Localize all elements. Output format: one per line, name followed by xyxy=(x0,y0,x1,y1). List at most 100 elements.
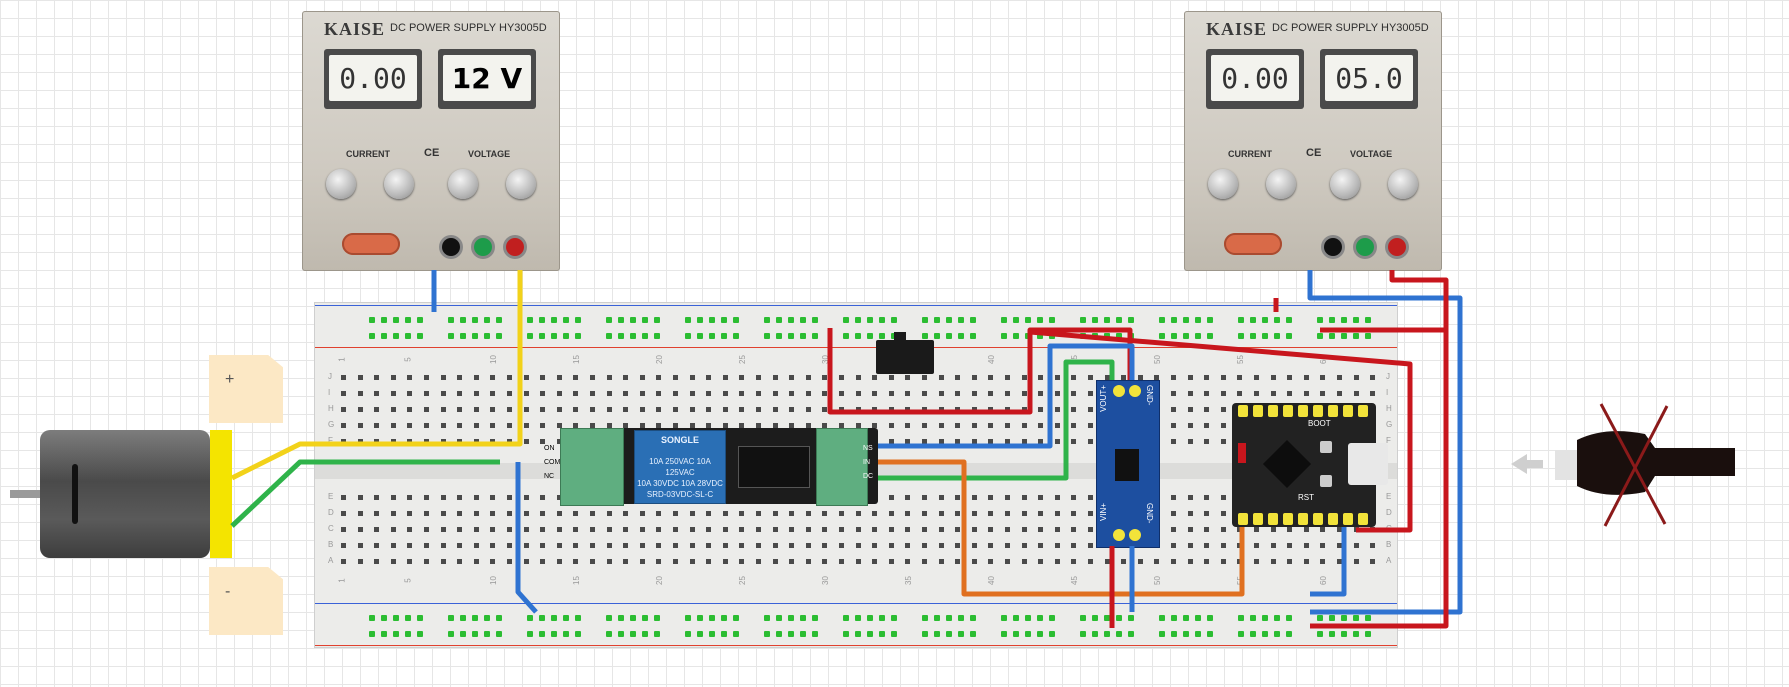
breadboard-hole[interactable] xyxy=(1054,495,1060,500)
breadboard-hole[interactable] xyxy=(905,543,911,548)
breadboard-hole[interactable] xyxy=(756,391,761,396)
breadboard-hole[interactable] xyxy=(938,527,944,532)
breadboard-hole[interactable] xyxy=(938,511,944,516)
breadboard-hole[interactable] xyxy=(673,527,678,532)
breadboard-hole[interactable] xyxy=(523,527,529,532)
breadboard-hole[interactable] xyxy=(788,317,794,323)
breadboard-hole[interactable] xyxy=(556,375,562,380)
breadboard-hole[interactable] xyxy=(1116,333,1122,339)
breadboard-hole[interactable] xyxy=(891,631,897,637)
breadboard-hole[interactable] xyxy=(369,333,375,339)
breadboard-hole[interactable] xyxy=(1088,495,1093,500)
breadboard-hole[interactable] xyxy=(721,615,727,621)
breadboard-hole[interactable] xyxy=(573,391,579,396)
breadboard-hole[interactable] xyxy=(1220,543,1226,548)
slide-switch-lever[interactable] xyxy=(894,332,906,342)
breadboard-hole[interactable] xyxy=(623,423,629,428)
breadboard-hole[interactable] xyxy=(540,495,546,500)
breadboard-hole[interactable] xyxy=(946,317,952,323)
breadboard-hole[interactable] xyxy=(855,375,861,380)
breadboard-hole[interactable] xyxy=(573,407,579,412)
breadboard-hole[interactable] xyxy=(341,511,346,516)
breadboard-hole[interactable] xyxy=(1005,527,1010,532)
breadboard-hole[interactable] xyxy=(357,527,363,532)
breadboard-hole[interactable] xyxy=(1365,631,1371,637)
breadboard-hole[interactable] xyxy=(958,631,964,637)
breadboard-hole[interactable] xyxy=(1220,527,1226,532)
breadboard-hole[interactable] xyxy=(706,407,712,412)
breadboard-hole[interactable] xyxy=(756,559,761,564)
breadboard-hole[interactable] xyxy=(772,527,778,532)
breadboard-hole[interactable] xyxy=(606,559,612,564)
breadboard-hole[interactable] xyxy=(1038,375,1044,380)
breadboard-hole[interactable] xyxy=(507,407,512,412)
breadboard-hole[interactable] xyxy=(772,559,778,564)
breadboard-hole[interactable] xyxy=(484,631,490,637)
breadboard-hole[interactable] xyxy=(872,391,878,396)
breadboard-hole[interactable] xyxy=(805,511,811,516)
breadboard-hole[interactable] xyxy=(922,375,927,380)
breadboard-hole[interactable] xyxy=(1128,615,1134,621)
breadboard-hole[interactable] xyxy=(1329,615,1335,621)
breadboard-hole[interactable] xyxy=(496,317,502,323)
breadboard-hole[interactable] xyxy=(843,631,849,637)
breadboard-hole[interactable] xyxy=(490,559,496,564)
breadboard-hole[interactable] xyxy=(905,511,911,516)
breadboard-hole[interactable] xyxy=(772,407,778,412)
breadboard-hole[interactable] xyxy=(1088,543,1093,548)
breadboard-hole[interactable] xyxy=(839,559,844,564)
breadboard-hole[interactable] xyxy=(551,615,557,621)
breadboard-hole[interactable] xyxy=(988,511,994,516)
breadboard-hole[interactable] xyxy=(855,423,861,428)
breadboard-hole[interactable] xyxy=(1159,631,1165,637)
breadboard-hole[interactable] xyxy=(440,375,446,380)
breadboard-hole[interactable] xyxy=(1092,317,1098,323)
breadboard-hole[interactable] xyxy=(673,423,678,428)
breadboard-hole[interactable] xyxy=(1071,495,1077,500)
breadboard-hole[interactable] xyxy=(1037,631,1043,637)
breadboard-hole[interactable] xyxy=(1025,615,1031,621)
breadboard-hole[interactable] xyxy=(1250,615,1256,621)
breadboard-hole[interactable] xyxy=(922,615,928,621)
breadboard-hole[interactable] xyxy=(1001,333,1007,339)
breadboard-hole[interactable] xyxy=(722,391,728,396)
breadboard-hole[interactable] xyxy=(1195,615,1201,621)
breadboard-hole[interactable] xyxy=(407,543,413,548)
breadboard-hole[interactable] xyxy=(573,559,579,564)
breadboard-hole[interactable] xyxy=(888,391,894,396)
breadboard-hole[interactable] xyxy=(642,615,648,621)
breadboard-hole[interactable] xyxy=(590,423,595,428)
breadboard-hole[interactable] xyxy=(590,543,595,548)
breadboard-hole[interactable] xyxy=(357,391,363,396)
breadboard-hole[interactable] xyxy=(407,495,413,500)
breadboard-hole[interactable] xyxy=(606,511,612,516)
breadboard-hole[interactable] xyxy=(812,631,818,637)
breadboard-hole[interactable] xyxy=(357,423,363,428)
breadboard-hole[interactable] xyxy=(888,511,894,516)
breadboard-hole[interactable] xyxy=(473,495,479,500)
breadboard-hole[interactable] xyxy=(1054,407,1060,412)
breadboard-hole[interactable] xyxy=(473,391,479,396)
breadboard-hole[interactable] xyxy=(1254,375,1259,380)
power-switch[interactable] xyxy=(342,233,400,255)
breadboard-hole[interactable] xyxy=(523,375,529,380)
breadboard-hole[interactable] xyxy=(374,527,380,532)
breadboard-hole[interactable] xyxy=(460,333,466,339)
breadboard-hole[interactable] xyxy=(448,333,454,339)
breadboard-hole[interactable] xyxy=(369,317,375,323)
breadboard-hole[interactable] xyxy=(1071,407,1077,412)
breadboard-hole[interactable] xyxy=(1337,375,1342,380)
breadboard-hole[interactable] xyxy=(938,423,944,428)
breadboard-hole[interactable] xyxy=(958,615,964,621)
breadboard-hole[interactable] xyxy=(1049,631,1055,637)
breadboard-hole[interactable] xyxy=(405,615,411,621)
breadboard-hole[interactable] xyxy=(448,317,454,323)
breadboard-hole[interactable] xyxy=(1353,317,1359,323)
breadboard-hole[interactable] xyxy=(496,333,502,339)
breadboard-hole[interactable] xyxy=(523,559,529,564)
breadboard-hole[interactable] xyxy=(417,317,423,323)
breadboard-hole[interactable] xyxy=(405,333,411,339)
breadboard-hole[interactable] xyxy=(1159,317,1165,323)
breadboard-hole[interactable] xyxy=(922,543,927,548)
breadboard-hole[interactable] xyxy=(1220,495,1226,500)
